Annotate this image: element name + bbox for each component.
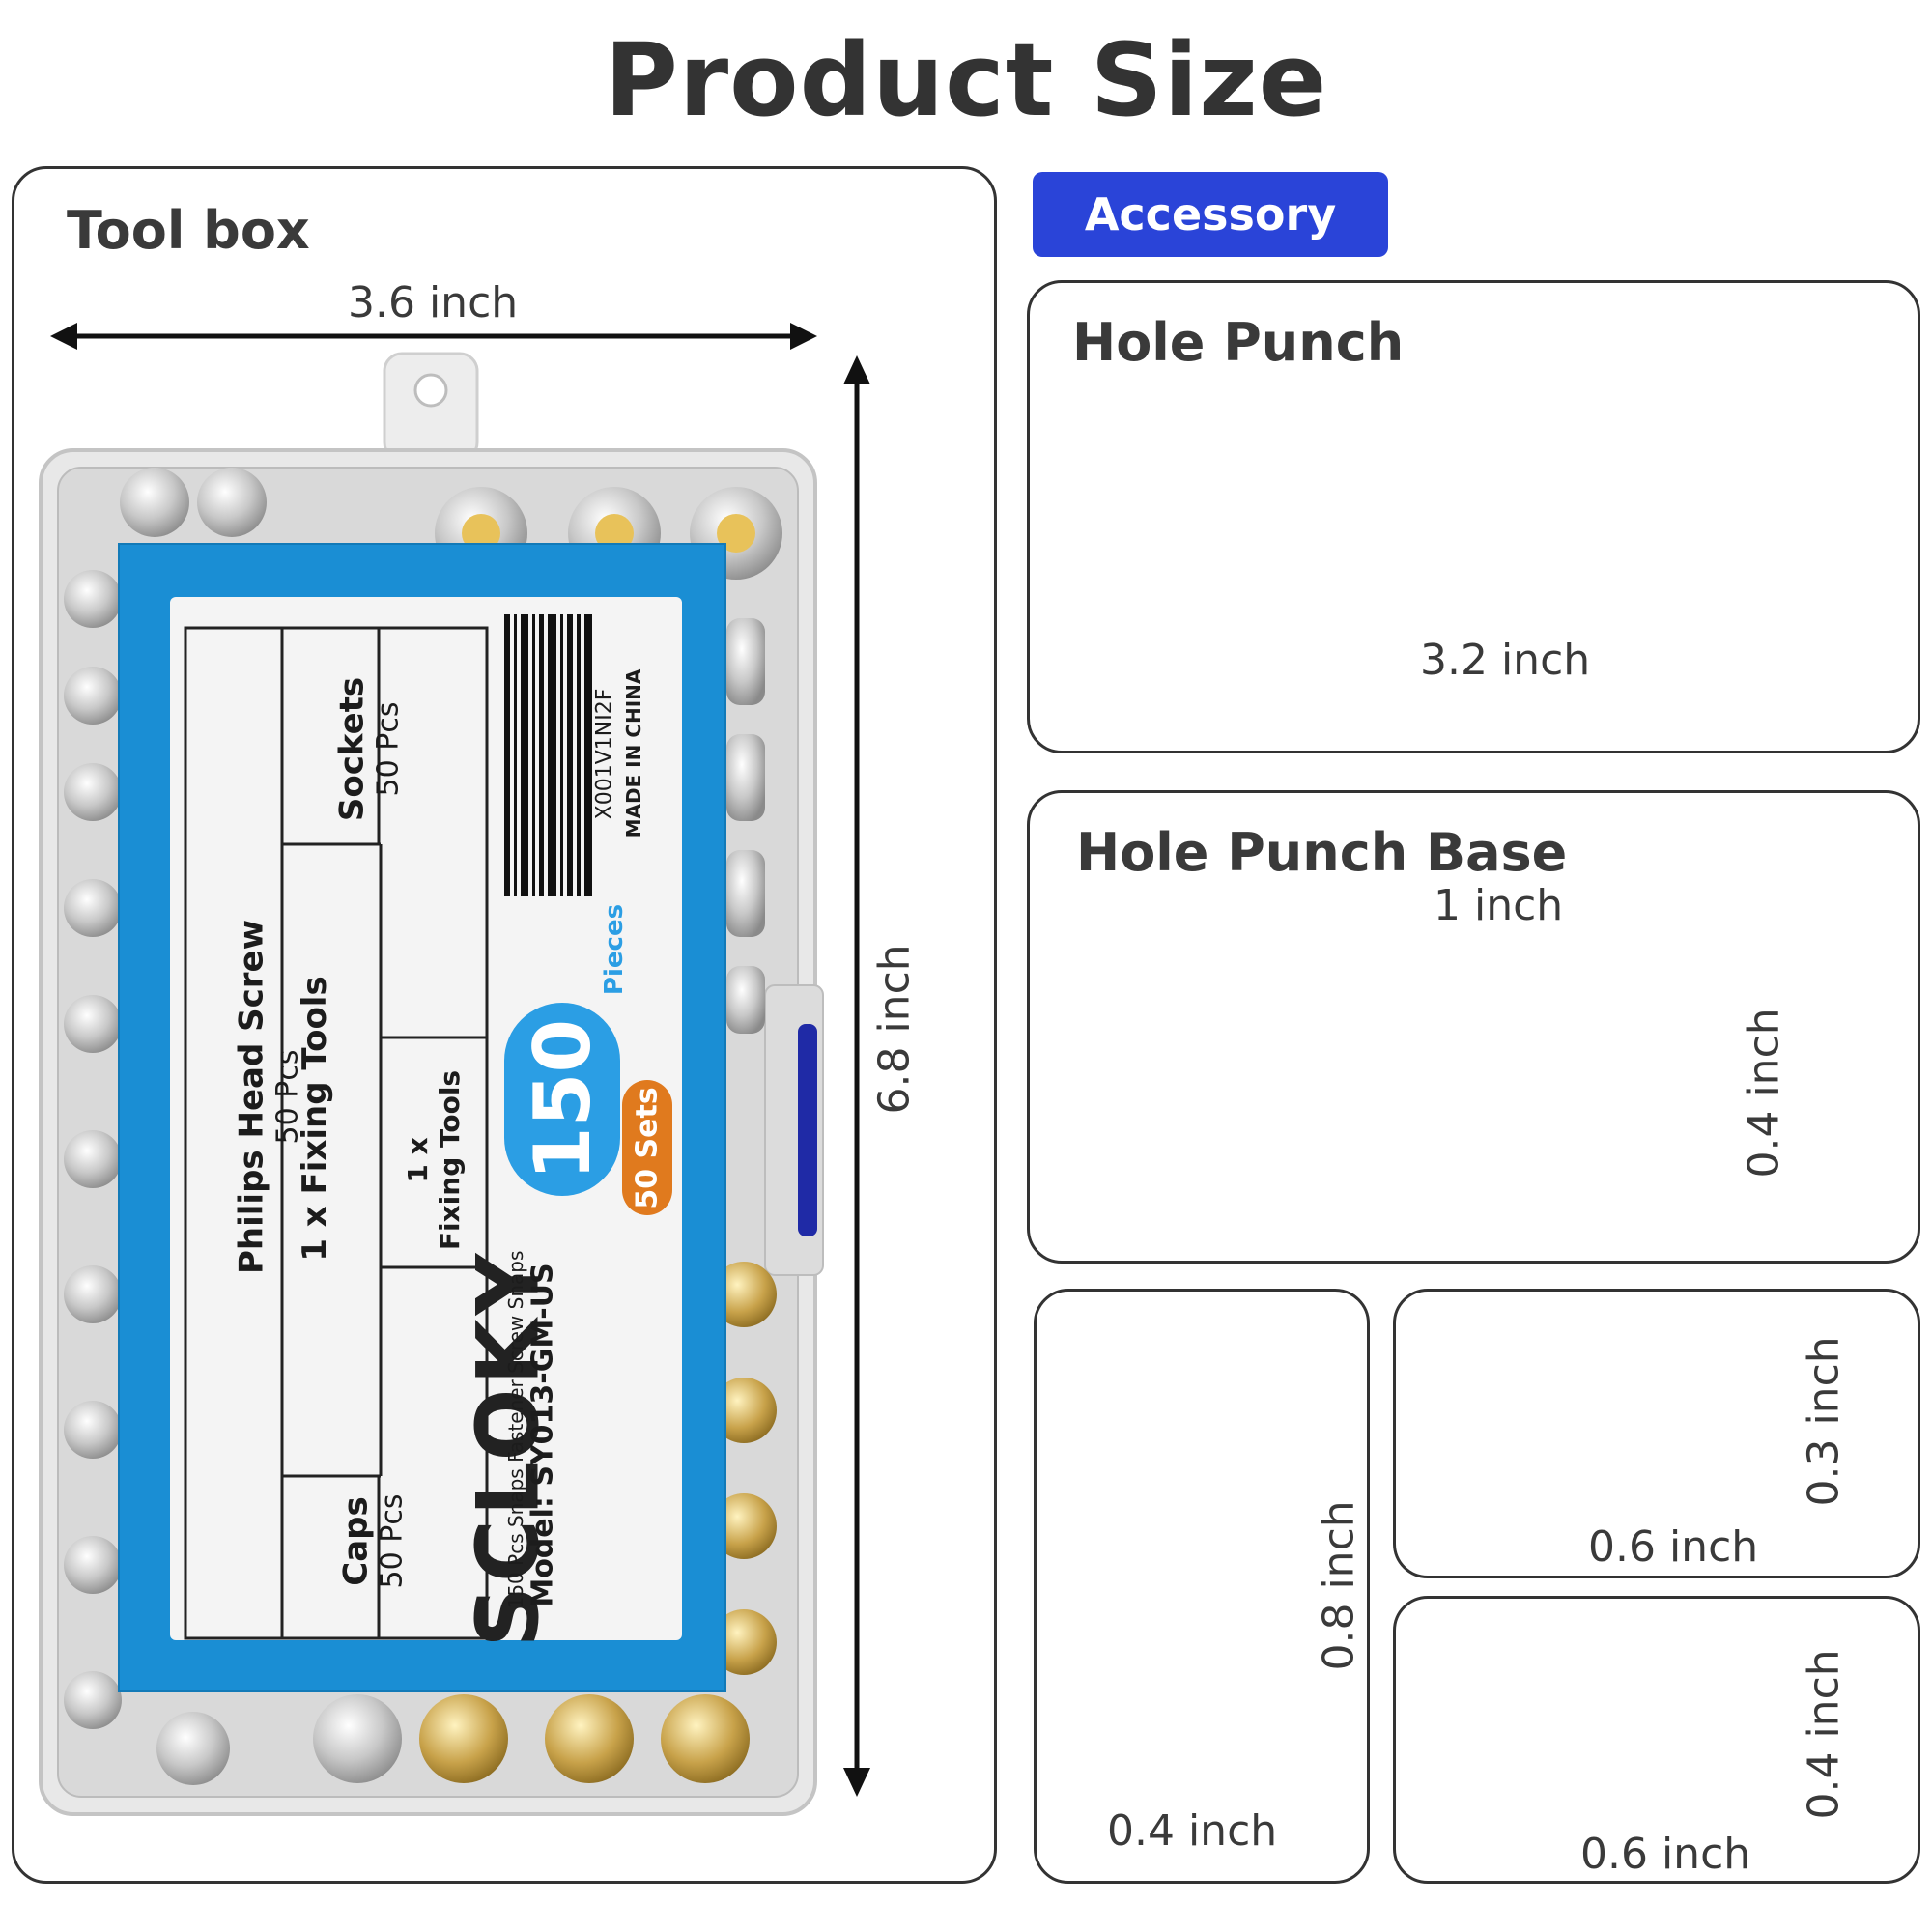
toolbox-label: Tool box — [67, 200, 310, 261]
section-fixing-small-name: 1 x — [402, 1137, 434, 1183]
count-badge: 150 — [504, 1003, 620, 1196]
stud-width-dim: 0.6 inch — [1588, 1522, 1759, 1572]
section-fixing-small: 1 x Fixing Tools — [402, 1059, 466, 1262]
socket-height-dim: 0.4 inch — [1799, 1649, 1849, 1820]
section-sockets: Sockets 50 Pcs — [333, 653, 406, 846]
page-title: Product Size — [604, 21, 1328, 139]
socket-panel — [1393, 1596, 1920, 1884]
screw-width-dim: 0.4 inch — [1107, 1806, 1278, 1856]
stud-panel — [1393, 1289, 1920, 1578]
section-fixing: 1 x Fixing Tools — [296, 964, 334, 1273]
sets-value: 50 Sets — [630, 1086, 665, 1209]
pieces-label: Pieces — [600, 903, 629, 996]
section-fixing-name: 1 x Fixing Tools — [296, 976, 334, 1262]
section-caps-qty: 50 Pcs — [375, 1493, 410, 1589]
card-subtitle: 150 Pcs Snaps Fastener Screw Snaps — [504, 1250, 527, 1609]
hole-punch-length-dim: 3.2 inch — [1420, 636, 1591, 685]
toolbox-label-card: Philips Head Screw 50 Pcs 1 x Fixing Too… — [118, 543, 726, 1692]
base-diameter-dim: 1 inch — [1434, 881, 1564, 930]
hole-punch-label: Hole Punch — [1072, 312, 1405, 373]
screw-panel — [1034, 1289, 1370, 1884]
hole-punch-panel: Hole Punch — [1027, 280, 1920, 753]
accessory-badge: Accessory — [1033, 172, 1388, 257]
label-grid — [184, 614, 592, 1640]
card-model: Model: SY013-GM-US — [526, 1263, 560, 1607]
made-in: MADE IN CHINA — [622, 668, 645, 838]
toolbox-width-dim: 3.6 inch — [348, 278, 519, 327]
barcode-code: X001V1NI2F — [592, 688, 617, 820]
hole-punch-base-panel: Hole Punch Base — [1027, 790, 1920, 1264]
base-height-dim: 0.4 inch — [1739, 1008, 1789, 1179]
section-screw: Philips Head Screw 50 Pcs — [233, 904, 305, 1291]
label-card-inner: Philips Head Screw 50 Pcs 1 x Fixing Too… — [170, 597, 682, 1647]
screw-height-dim: 0.8 inch — [1314, 1500, 1364, 1671]
hole-punch-base-label: Hole Punch Base — [1076, 822, 1568, 883]
count-value: 150 — [517, 1018, 608, 1180]
section-sockets-qty: 50 Pcs — [371, 701, 406, 797]
section-screw-name: Philips Head Screw — [232, 920, 271, 1275]
section-fixing-small-qty: Fixing Tools — [434, 1069, 466, 1251]
sets-badge: 50 Sets — [622, 1080, 672, 1215]
socket-width-dim: 0.6 inch — [1580, 1830, 1751, 1879]
section-sockets-name: Sockets — [332, 676, 372, 822]
stud-height-dim: 0.3 inch — [1799, 1336, 1849, 1507]
section-caps-name: Caps — [336, 1496, 376, 1586]
section-caps: Caps 50 Pcs — [337, 1445, 410, 1638]
